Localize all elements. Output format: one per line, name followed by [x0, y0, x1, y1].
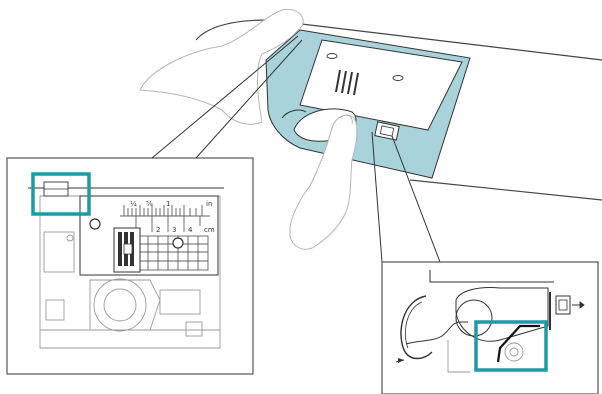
right-inset: [382, 262, 598, 394]
right-inset-release: [556, 296, 570, 314]
ruler-label-in: in: [206, 200, 212, 208]
ruler-label-two: 2: [156, 226, 160, 234]
ruler-label-four: 4: [188, 226, 193, 234]
ruler-label-cm: cm: [204, 226, 215, 234]
left-inset: ¼ ⅝ 1 in 2 3 4 cm: [7, 158, 253, 374]
ruler-label-five-eighths: ⅝: [146, 200, 153, 208]
inset-plate-screw-left: [90, 219, 100, 229]
inset-plate-screw-right: [173, 238, 183, 248]
ruler-label-quarter: ¼: [130, 200, 137, 208]
ruler-label-three: 3: [172, 226, 176, 234]
ruler-label-one: 1: [166, 200, 170, 208]
inset-feed-dogs: [114, 228, 140, 272]
